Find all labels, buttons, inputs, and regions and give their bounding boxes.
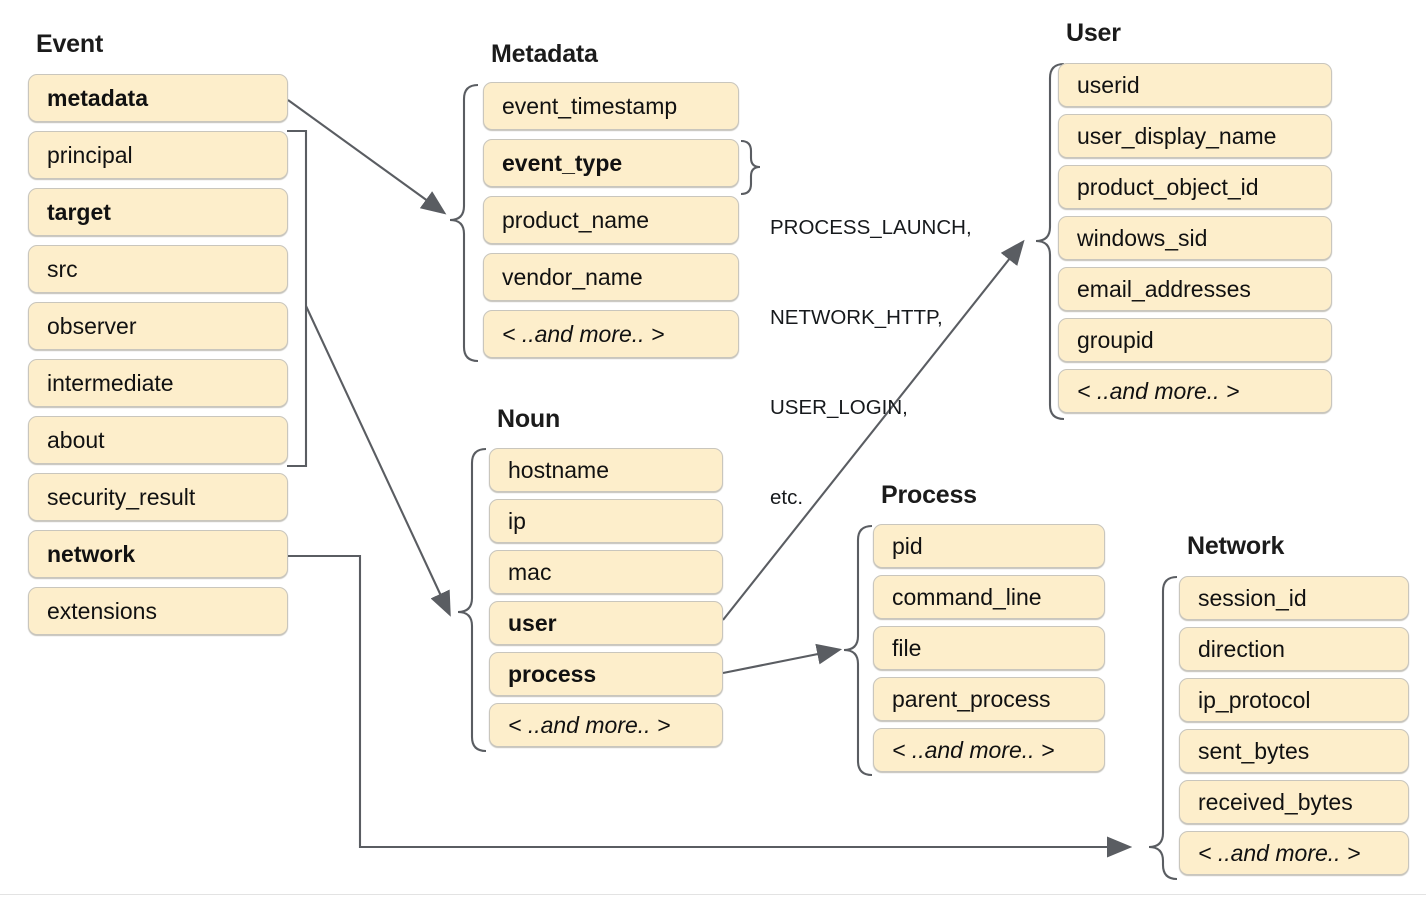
event-type-value-line-1: PROCESS_LAUNCH,: [770, 216, 972, 239]
field-metadata-event-type[interactable]: event_type: [483, 139, 739, 187]
field-user-userid[interactable]: userid: [1058, 63, 1332, 107]
field-noun-hostname[interactable]: hostname: [489, 448, 723, 492]
metadata-group-brace: [449, 83, 479, 363]
noun-group-brace: [457, 447, 487, 753]
field-user-and-more[interactable]: < ..and more.. >: [1058, 369, 1332, 413]
field-process-and-more[interactable]: < ..and more.. >: [873, 728, 1105, 772]
field-process-parent-process[interactable]: parent_process: [873, 677, 1105, 721]
field-metadata-product-name[interactable]: product_name: [483, 196, 739, 244]
field-network-received-bytes[interactable]: received_bytes: [1179, 780, 1409, 824]
field-metadata-and-more[interactable]: < ..and more.. >: [483, 310, 739, 358]
field-network-session-id[interactable]: session_id: [1179, 576, 1409, 620]
link-nouns-to-noun-group: [305, 305, 451, 617]
field-event-src[interactable]: src: [28, 245, 288, 293]
event-type-value-line-3: USER_LOGIN,: [770, 396, 908, 419]
group-title-user: User: [1066, 19, 1121, 47]
field-noun-and-more[interactable]: < ..and more.. >: [489, 703, 723, 747]
field-network-direction[interactable]: direction: [1179, 627, 1409, 671]
field-event-intermediate[interactable]: intermediate: [28, 359, 288, 407]
field-event-observer[interactable]: observer: [28, 302, 288, 350]
bottom-divider: [0, 894, 1426, 895]
field-noun-mac[interactable]: mac: [489, 550, 723, 594]
field-network-ip-protocol[interactable]: ip_protocol: [1179, 678, 1409, 722]
group-title-noun: Noun: [497, 405, 561, 433]
field-network-sent-bytes[interactable]: sent_bytes: [1179, 729, 1409, 773]
event-subgroup-bracket: [287, 129, 308, 468]
field-user-display-name[interactable]: user_display_name: [1058, 114, 1332, 158]
field-event-network[interactable]: network: [28, 530, 288, 578]
field-user-groupid[interactable]: groupid: [1058, 318, 1332, 362]
field-user-product-object-id[interactable]: product_object_id: [1058, 165, 1332, 209]
group-title-process: Process: [881, 481, 977, 509]
field-process-pid[interactable]: pid: [873, 524, 1105, 568]
field-noun-user[interactable]: user: [489, 601, 723, 645]
field-user-windows-sid[interactable]: windows_sid: [1058, 216, 1332, 260]
event-type-values-annotation: PROCESS_LAUNCH, NETWORK_HTTP, USER_LOGIN…: [770, 153, 972, 573]
field-process-command-line[interactable]: command_line: [873, 575, 1105, 619]
event-type-value-line-4: etc.: [770, 486, 804, 509]
field-noun-ip[interactable]: ip: [489, 499, 723, 543]
field-event-target[interactable]: target: [28, 188, 288, 236]
field-metadata-event-timestamp[interactable]: event_timestamp: [483, 82, 739, 130]
field-user-email-addresses[interactable]: email_addresses: [1058, 267, 1332, 311]
link-metadata-to-metadata-group: [287, 99, 447, 215]
event-type-brace: [740, 139, 761, 196]
field-noun-process[interactable]: process: [489, 652, 723, 696]
group-title-event: Event: [36, 30, 104, 58]
field-event-metadata[interactable]: metadata: [28, 74, 288, 122]
field-network-and-more[interactable]: < ..and more.. >: [1179, 831, 1409, 875]
link-process-to-process-group: [722, 643, 843, 675]
field-event-about[interactable]: about: [28, 416, 288, 464]
event-type-value-line-2: NETWORK_HTTP,: [770, 306, 943, 329]
field-process-file[interactable]: file: [873, 626, 1105, 670]
network-group-brace: [1148, 575, 1178, 881]
group-title-network: Network: [1187, 532, 1285, 560]
field-event-extensions[interactable]: extensions: [28, 587, 288, 635]
field-metadata-vendor-name[interactable]: vendor_name: [483, 253, 739, 301]
group-title-metadata: Metadata: [491, 40, 598, 68]
field-event-principal[interactable]: principal: [28, 131, 288, 179]
field-event-security-result[interactable]: security_result: [28, 473, 288, 521]
